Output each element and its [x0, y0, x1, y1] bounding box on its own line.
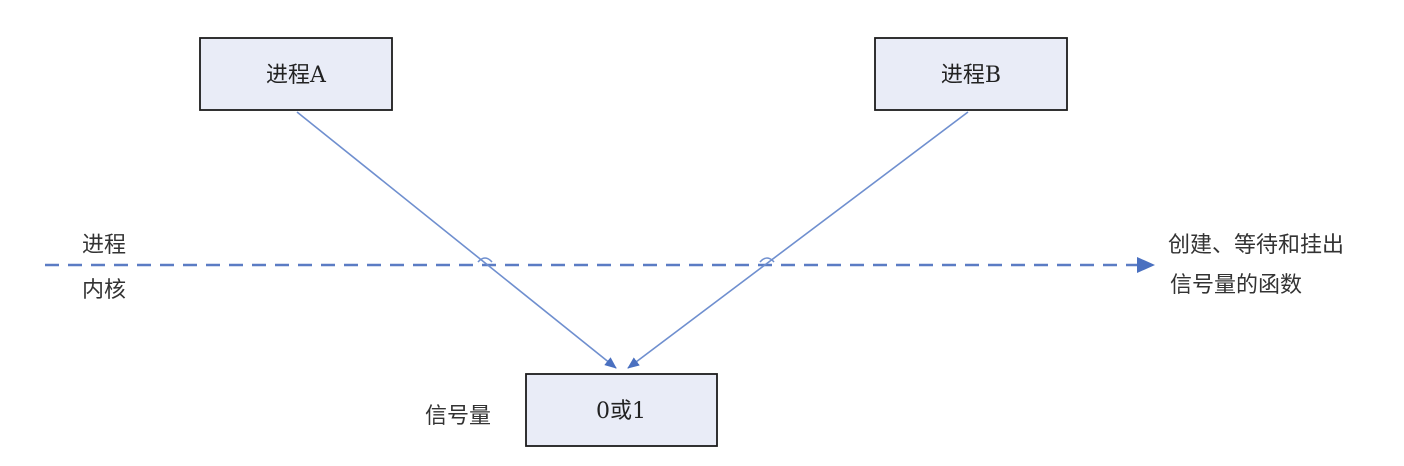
boundary-arrowhead — [1137, 257, 1155, 273]
connector-a-to-semaphore — [296, 111, 617, 369]
functions-label-line1: 创建、等待和挂出 — [1168, 233, 1344, 258]
crossing-hop-b — [759, 257, 775, 263]
process-a-node: 进程A — [199, 37, 393, 111]
process-a-label: 进程A — [266, 63, 327, 88]
crossing-hop-a — [477, 257, 493, 263]
connector-b-to-semaphore — [627, 111, 969, 369]
functions-label-line2: 信号量的函数 — [1170, 273, 1302, 298]
semaphore-value-label: 0或1 — [596, 399, 646, 424]
process-b-node: 进程B — [874, 37, 1068, 111]
process-b-label: 进程B — [941, 63, 1001, 88]
kernel-space-label: 内核 — [82, 278, 126, 303]
user-space-label: 进程 — [82, 233, 126, 258]
semaphore-caption: 信号量 — [425, 404, 491, 429]
semaphore-node: 0或1 — [525, 373, 718, 447]
